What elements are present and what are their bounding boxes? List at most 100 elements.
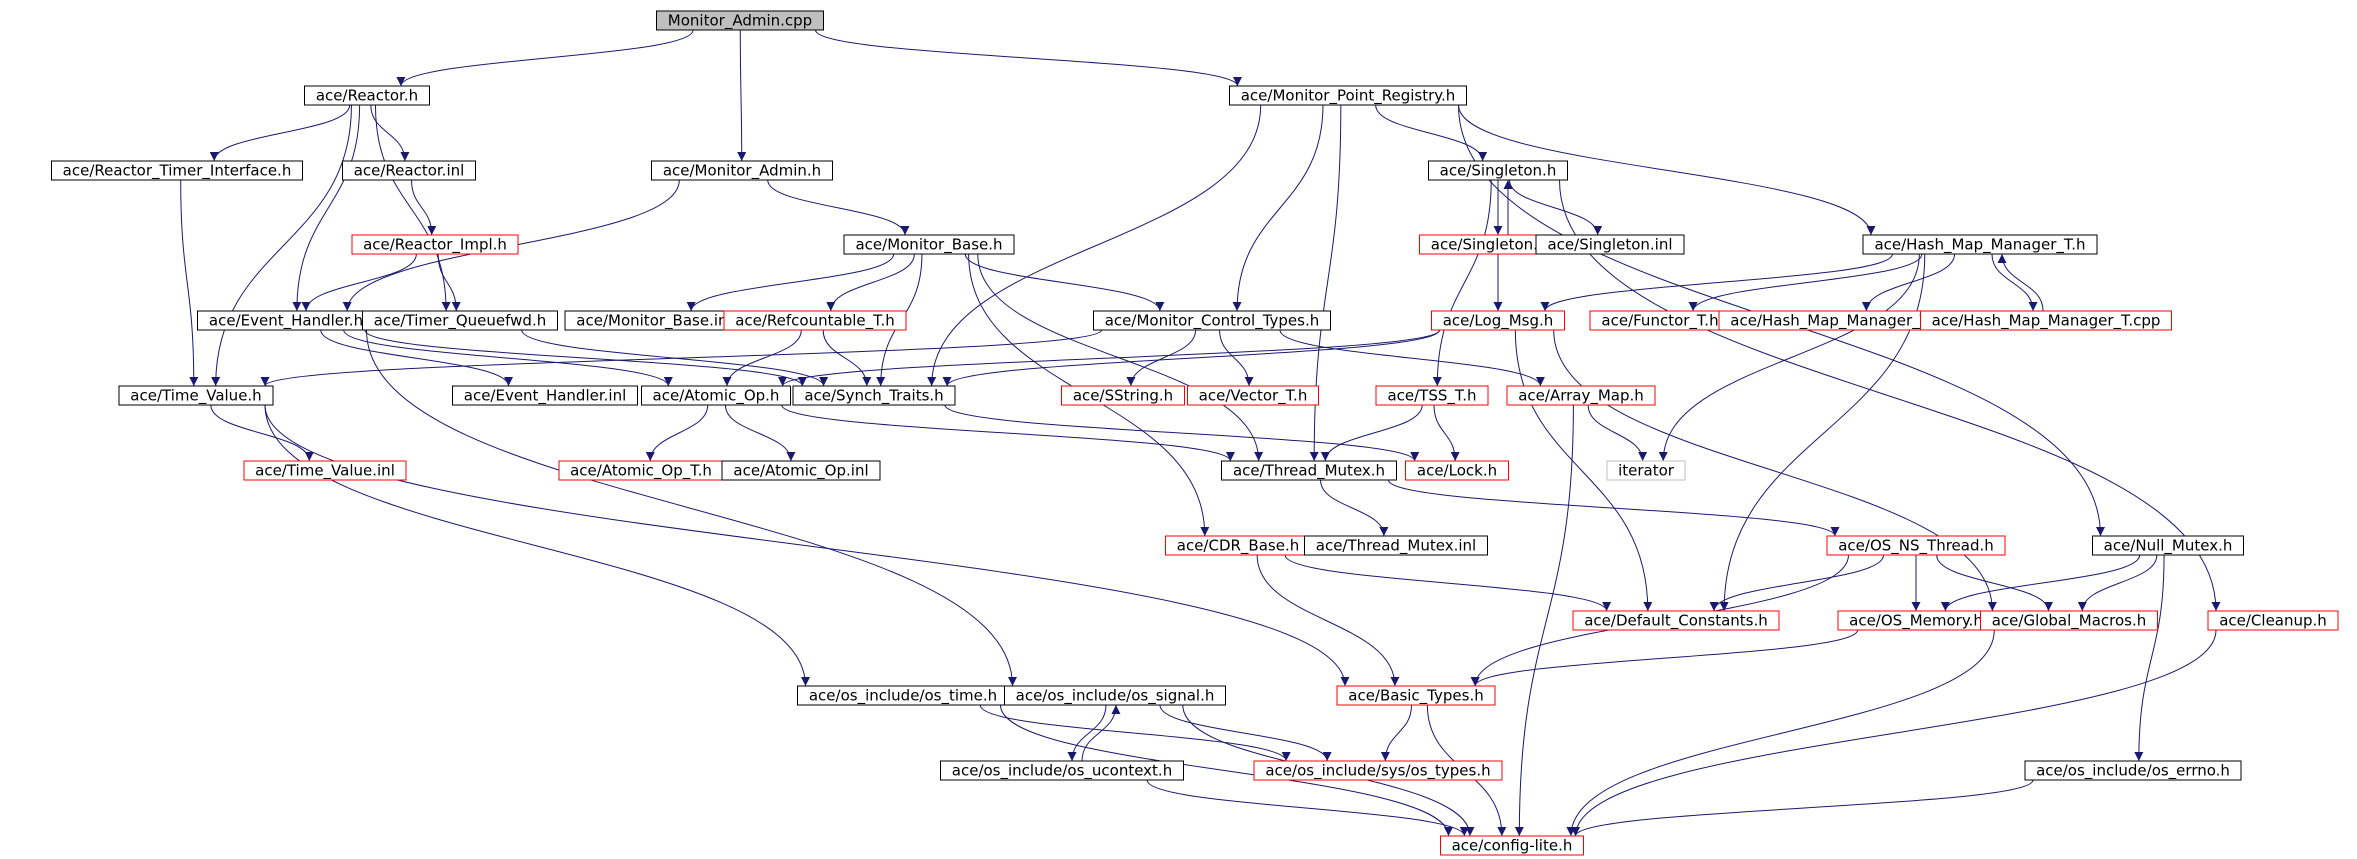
edge-tv_h-to-basictypes_h [264,404,1350,687]
node-reactor-inl[interactable]: ace/Reactor.inl [342,160,476,181]
node-osns-h[interactable]: ace/OS_NS_Thread.h [1826,535,2006,556]
node-label: ace/SString.h [1073,387,1173,405]
node-label: ace/config-lite.h [1452,837,1573,855]
node-tmutex-inl[interactable]: ace/Thread_Mutex.inl [1304,535,1488,556]
edge-reactor_impl-to-tqfwd_h [437,253,461,312]
node-label: ace/Singleton.cpp [1431,236,1565,254]
edge-tss_h-to-tmutex_h [1320,404,1423,462]
node-sstring-h[interactable]: ace/SString.h [1061,385,1185,406]
edge-reactor_h-to-reactor_inl [370,104,410,162]
edge-monbase_h-to-mct_h [964,253,1165,312]
node-label: ace/Vector_T.h [1199,387,1308,406]
node-cleanup-h[interactable]: ace/Cleanup.h [2207,610,2339,631]
node-rti-h[interactable]: ace/Reactor_Timer_Interface.h [51,160,303,181]
node-label: ace/Reactor.inl [354,162,465,180]
node-tv-h[interactable]: ace/Time_Value.h [118,385,274,406]
node-box [1187,385,1319,406]
node-box [1405,460,1509,481]
edge-osns_h-to-globmac_h [1936,554,2053,612]
node-arraymap-h[interactable]: ace/Array_Map.h [1506,385,1656,406]
edge-refc_h-to-synch_h [822,329,872,387]
node-label: ace/Time_Value.h [130,387,261,406]
node-atomic-h[interactable]: ace/Atomic_Op.h [641,385,791,406]
node-monbase-inl[interactable]: ace/Monitor_Base.inl [564,310,744,331]
node-box [1826,535,2006,556]
node-osmem-h[interactable]: ace/OS_Memory.h [1837,610,1995,631]
edge-evh_h-to-atomic_h [343,329,673,387]
node-singleton-inl[interactable]: ace/Singleton.inl [1535,234,1685,255]
node-vector-h[interactable]: ace/Vector_T.h [1187,385,1319,406]
node-reactor-h[interactable]: ace/Reactor.h [304,85,430,106]
node-functor-h[interactable]: ace/Functor_T.h [1589,310,1731,331]
node-osucontext-h[interactable]: ace/os_include/os_ucontext.h [940,760,1184,781]
edge-root-to-mpr_h [815,29,1242,87]
node-basictypes-h[interactable]: ace/Basic_Types.h [1336,685,1496,706]
node-label: ace/Refcountable_T.h [735,312,895,331]
node-box [1506,385,1656,406]
node-monbase-h[interactable]: ace/Monitor_Base.h [843,234,1015,255]
node-lock-h[interactable]: ace/Lock.h [1405,460,1509,481]
edge-tss_h-to-lock_h [1433,404,1460,462]
node-synch-h[interactable]: ace/Synch_Traits.h [792,385,956,406]
edge-mpr_h-to-mct_h [1232,104,1324,312]
node-label: ace/Monitor_Base.inl [576,312,731,331]
node-box [723,310,907,331]
node-configlite-h[interactable]: ace/config-lite.h [1440,835,1584,856]
edge-hmm_h-to-logmsg_h [1540,253,1893,312]
node-atomic-t-h[interactable]: ace/Atomic_Op_T.h [558,460,724,481]
node-mpr-h[interactable]: ace/Monitor_Point_Registry.h [1229,85,1467,106]
node-ostypes-h[interactable]: ace/os_include/sys/os_types.h [1253,760,1503,781]
node-box [1004,685,1226,706]
node-oserrno-h[interactable]: ace/os_include/os_errno.h [2024,760,2242,781]
node-monadmin-h[interactable]: ace/Monitor_Admin.h [651,160,833,181]
node-tv-inl[interactable]: ace/Time_Value.inl [243,460,407,481]
node-nullmutex-h[interactable]: ace/Null_Mutex.h [2092,535,2244,556]
edge-tqfwd_h-to-synch_h [521,329,829,387]
node-hmm-cpp[interactable]: ace/Hash_Map_Manager_T.cpp [1920,310,2172,331]
node-cdr-h[interactable]: ace/CDR_Base.h [1165,535,1311,556]
node-logmsg-h[interactable]: ace/Log_Msg.h [1431,310,1565,331]
node-globmac-h[interactable]: ace/Global_Macros.h [1980,610,2158,631]
node-tmutex-h[interactable]: ace/Thread_Mutex.h [1221,460,1397,481]
edge-reactor_h-to-rti_h [209,104,351,162]
node-label: ace/Singleton.inl [1547,236,1672,254]
edge-tmutex_h-to-tmutex_inl [1320,479,1389,537]
node-hmm-inl[interactable]: ace/Hash_Map_Manager_T.inl [1718,310,1962,331]
node-label: Monitor_Admin.cpp [668,12,812,31]
node-root: Monitor_Admin.cpp [656,10,824,31]
node-box [1093,310,1331,331]
node-reactor-impl[interactable]: ace/Reactor_Impl.h [351,234,519,255]
node-mct-h[interactable]: ace/Monitor_Control_Types.h [1093,310,1331,331]
node-tqfwd-h[interactable]: ace/Timer_Queuefwd.h [362,310,558,331]
node-label: ace/Reactor_Timer_Interface.h [63,162,292,181]
edge-mct_h-to-sstring_h [1126,329,1197,387]
edge-evh_h-to-synch_h [364,329,807,387]
node-ossignal-h[interactable]: ace/os_include/os_signal.h [1004,685,1226,706]
node-defconst-h[interactable]: ace/Default_Constants.h [1572,610,1780,631]
node-box [2024,760,2242,781]
edge-monbase_h-to-refc_h [826,253,915,312]
edge-evh_h-to-evh_inl [320,329,513,387]
node-label: ace/Monitor_Point_Registry.h [1241,87,1456,106]
node-tss-h[interactable]: ace/TSS_T.h [1375,385,1489,406]
edge-monbase_h-to-monbase_inl [686,253,895,312]
node-evh-h[interactable]: ace/Event_Handler.h [197,310,375,331]
node-evh-inl[interactable]: ace/Event_Handler.inl [452,385,638,406]
node-singleton-h[interactable]: ace/Singleton.h [1428,160,1568,181]
edge-oserrno_h-to-configlite_h [1571,779,2034,837]
edge-reactor_inl-to-reactor_impl [411,179,437,236]
node-label: ace/OS_Memory.h [1849,612,1983,631]
edge-basictypes_h-to-ostypes_h [1380,704,1412,762]
node-label: ace/Thread_Mutex.inl [1316,537,1476,556]
node-refc-h[interactable]: ace/Refcountable_T.h [723,310,907,331]
node-hmm-h[interactable]: ace/Hash_Map_Manager_T.h [1862,234,2098,255]
edge-cdr_h-to-defconst_h [1284,554,1612,612]
node-ostime-h[interactable]: ace/os_include/os_time.h [797,685,1009,706]
edge-reactor_h-to-tqfwd_h [374,104,451,312]
edge-synch_h-to-lock_h [944,404,1420,462]
node-label: ace/Thread_Mutex.h [1233,462,1385,481]
node-label: ace/Global_Macros.h [1992,612,2147,631]
node-atomic-inl[interactable]: ace/Atomic_Op.inl [721,460,881,481]
edge-logmsg_h-to-atomic_h [778,329,1440,387]
